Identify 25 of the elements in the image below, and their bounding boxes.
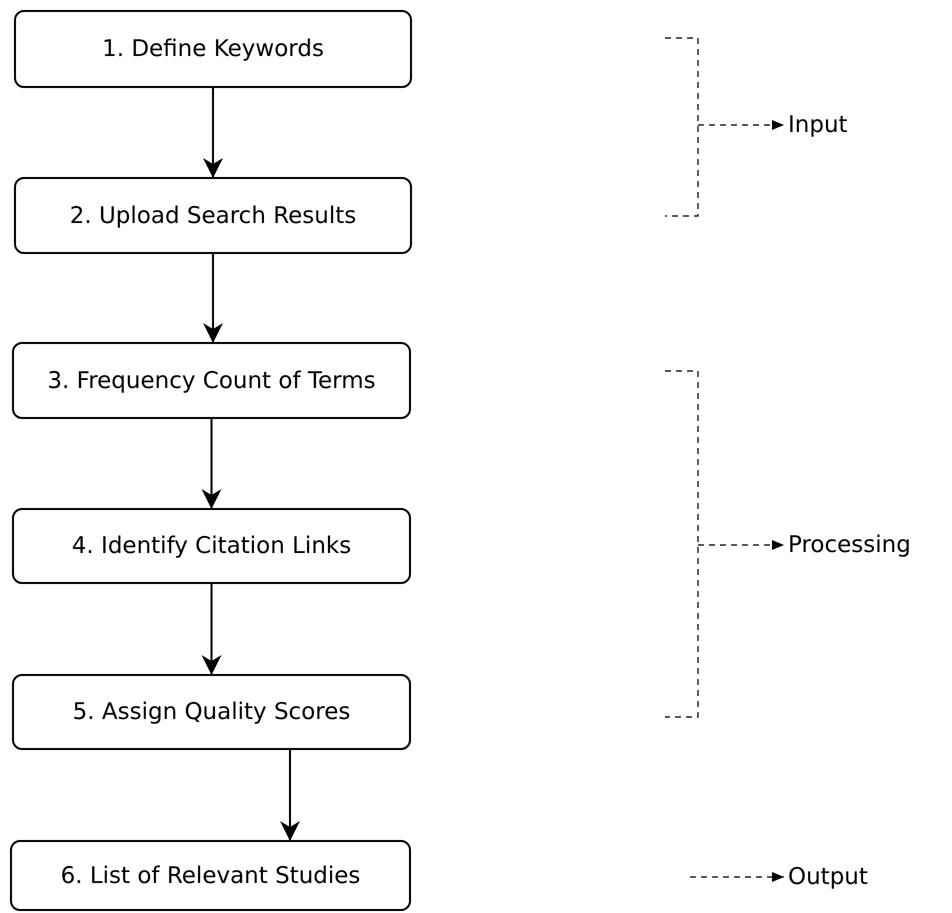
process-box	[12, 674, 411, 750]
step-label: 3. Frequency Count of Terms	[47, 368, 376, 394]
step-label: 4. Identify Citation Links	[72, 533, 352, 559]
arrow	[202, 419, 222, 509]
step-label: 6. List of Relevant Studies	[60, 862, 360, 888]
stage-label: Processing	[788, 532, 911, 558]
bracket	[664, 37, 700, 217]
arrow	[202, 584, 222, 675]
dashed-arrow	[698, 120, 784, 130]
arrow	[280, 750, 300, 841]
step-label: 5. Assign Quality Scores	[72, 699, 350, 725]
step-label: 2. Upload Search Results	[70, 202, 356, 228]
process-box	[14, 177, 412, 254]
stage-label: Output	[788, 864, 868, 890]
dashed-arrow	[690, 872, 784, 882]
process-box	[14, 10, 412, 88]
arrow	[203, 254, 223, 343]
bracket	[664, 370, 700, 718]
dashed-arrow	[698, 540, 784, 550]
stage-label: Input	[788, 112, 848, 138]
process-box	[10, 840, 411, 911]
step-label: 1. Define Keywords	[102, 36, 324, 62]
arrow	[203, 88, 223, 178]
process-box	[12, 342, 411, 419]
process-box	[12, 508, 411, 584]
